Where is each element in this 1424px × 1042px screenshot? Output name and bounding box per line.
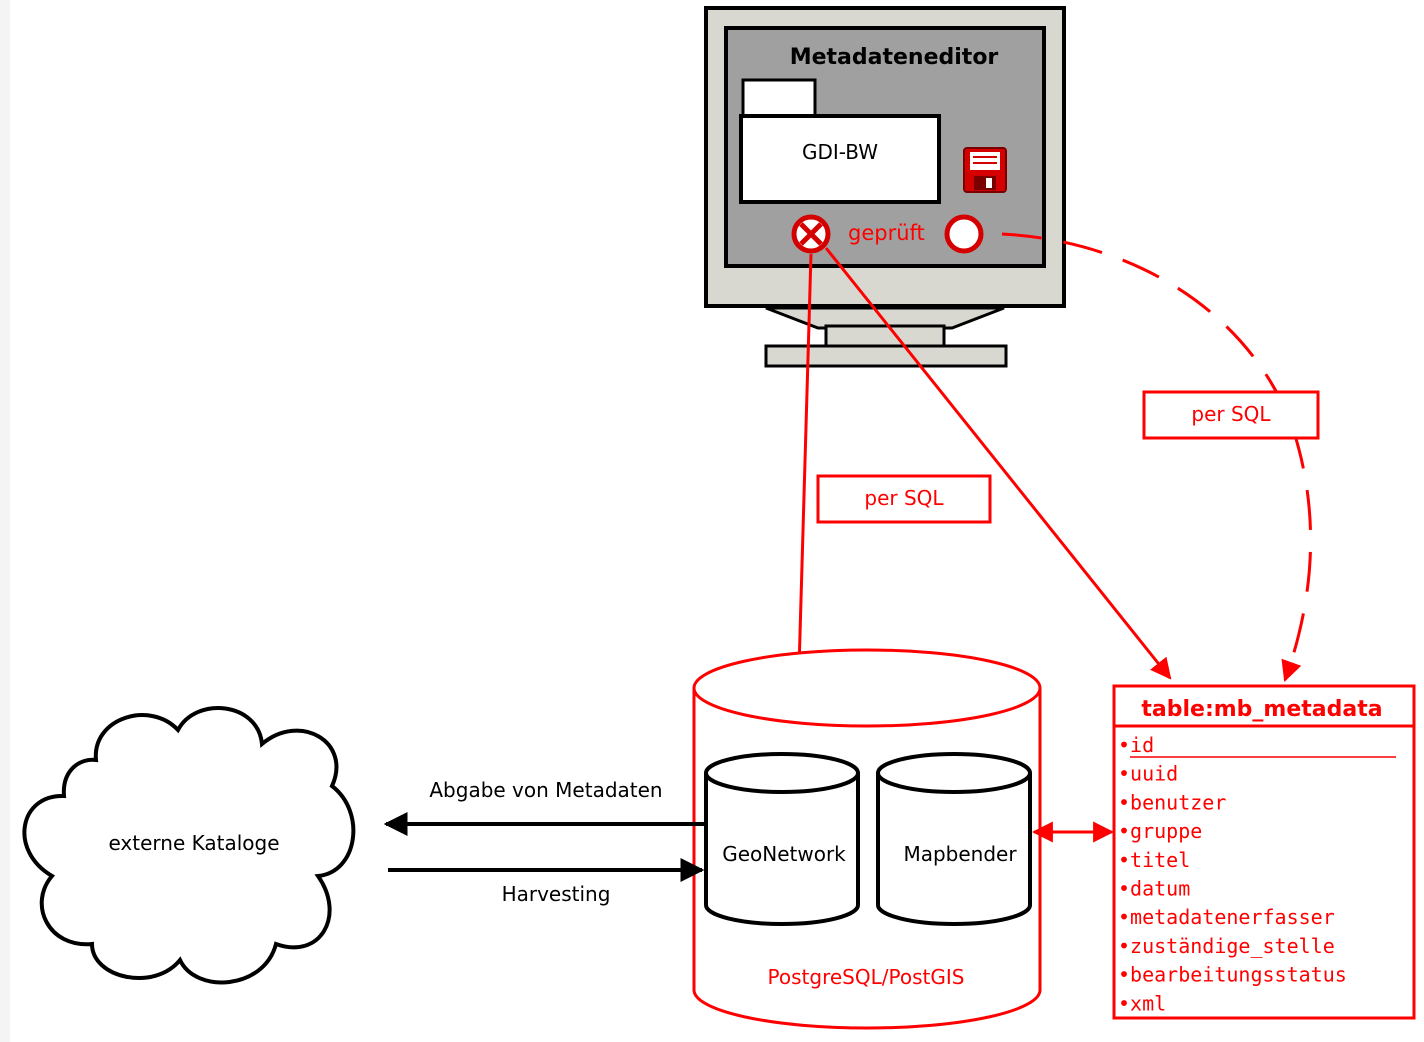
geonetwork-label: GeoNetwork [722, 842, 846, 866]
export-label: Abgabe von Metadaten [429, 778, 662, 802]
monitor-base [764, 344, 1008, 368]
editor-title: Metadateneditor [790, 45, 999, 70]
table-field: •id [1118, 733, 1154, 757]
sql-label-right: per SQL [1191, 402, 1271, 426]
checked-radio-button[interactable] [944, 214, 984, 254]
table-field: •uuid [1118, 762, 1178, 786]
checked-label: geprüft [848, 221, 925, 245]
mapbender-database: Mapbender [876, 752, 1032, 926]
sql-arrow-to-table [824, 247, 1172, 680]
folder-icon[interactable] [739, 114, 941, 204]
sql-label-left: per SQL [864, 486, 944, 510]
close-circle-icon[interactable] [791, 214, 831, 254]
table-title: table:mb_metadata [1141, 697, 1382, 722]
mb-metadata-table: table:mb_metadata •id •uuid •benutzer •grup… [1112, 684, 1416, 1020]
monitor-neck [765, 306, 1005, 330]
table-field: •xml [1118, 991, 1166, 1015]
sql-label-box-right [1142, 390, 1320, 440]
table-field: •titel [1118, 848, 1190, 872]
table-fields: •id •uuid •benutzer •gruppe •titel •datum •met… [1118, 733, 1347, 1015]
monitor: Metadateneditor GDI-BW geprüft [704, 6, 1066, 368]
external-catalogs-cloud: externe Kataloge [22, 706, 356, 985]
table-field: •gruppe [1118, 819, 1202, 843]
table-field: •bearbeitungsstatus [1118, 963, 1347, 987]
sql-label-box-left [816, 474, 992, 524]
harvest-label: Harvesting [502, 882, 611, 906]
cloud-label: externe Kataloge [108, 831, 279, 855]
monitor-stand [824, 324, 946, 348]
table-field: •datum [1118, 877, 1190, 901]
geonetwork-database: GeoNetwork [704, 752, 860, 926]
save-icon[interactable] [963, 147, 1007, 193]
mapbender-label: Mapbender [903, 842, 1017, 866]
folder-label: GDI-BW [802, 140, 878, 164]
table-field: •metadatenerfasser [1118, 905, 1335, 929]
table-field: •benutzer [1118, 790, 1226, 814]
left-margin-strip [0, 0, 10, 1042]
database-label: PostgreSQL/PostGIS [768, 965, 965, 989]
folder-tab [741, 78, 817, 120]
table-field: •zuständige_stelle [1118, 934, 1335, 958]
